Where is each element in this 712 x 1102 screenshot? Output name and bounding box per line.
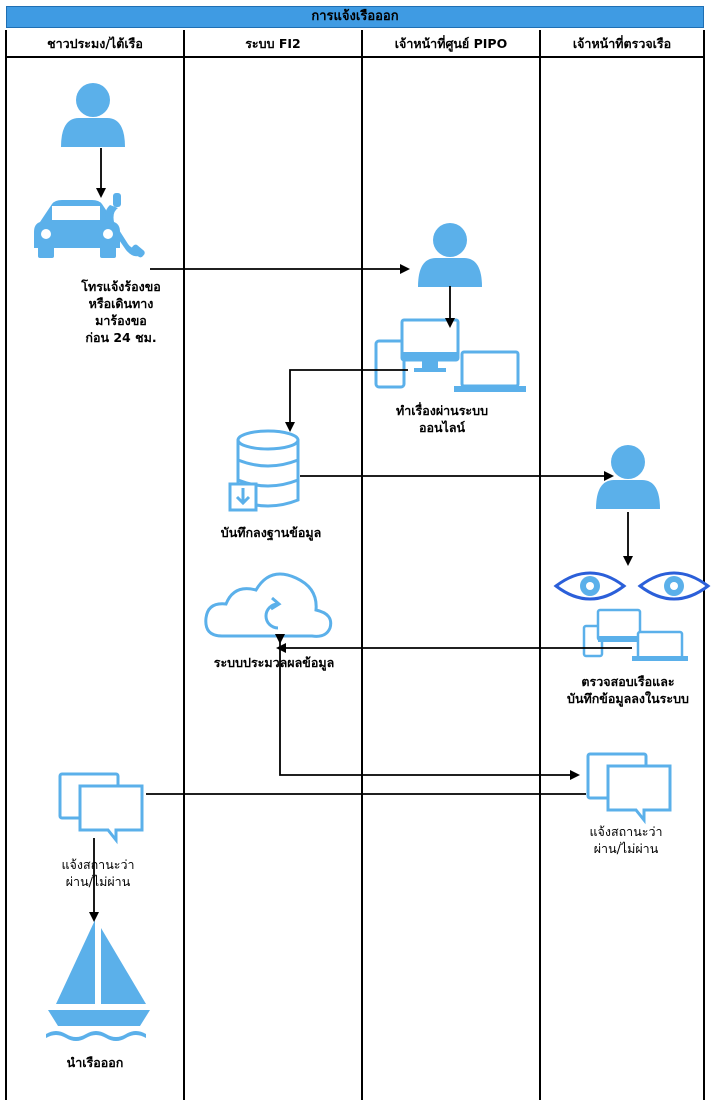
lane-header-fi2: ระบบ FI2 [184, 30, 362, 58]
inspector-person-icon [596, 445, 660, 509]
lane-header-inspector: เจ้าหน้าที่ตรวจเรือ [540, 30, 704, 58]
label-notify-officer-line1: แจ้งสถานะว่า [589, 824, 663, 839]
lane-header-pipo: เจ้าหน้าที่ศูนย์ PIPO [362, 30, 540, 58]
inspector-devices-icon [582, 608, 688, 661]
cloud-icon [204, 572, 333, 638]
label-notify-status-officer: แจ้งสถานะว่า ผ่าน/ไม่ผ่าน [566, 823, 686, 857]
label-notify-officer-line2: ผ่าน/ไม่ผ่าน [593, 841, 659, 856]
inspector-chat-icon [586, 752, 672, 822]
label-call-request-line2: หรือเดินทาง [88, 296, 154, 311]
fisher-person-icon [61, 83, 125, 147]
connectors [89, 148, 633, 922]
label-inspect-record-line2: บันทึกข้อมูลลงในระบบ [567, 691, 689, 706]
label-inspect-record-line1: ตรวจสอบเรือและ [581, 674, 675, 689]
devices-icon [374, 318, 526, 392]
label-call-request-line3: มาร้องขอ [95, 313, 147, 328]
arrow-bidir-cloud-chat [275, 634, 580, 780]
label-call-request: โทรแจ้งร้องขอ หรือเดินทาง มาร้องขอ ก่อน … [56, 278, 186, 346]
label-save-database: บันทึกลงฐานข้อมูล [220, 525, 322, 540]
label-call-request-line1: โทรแจ้งร้องขอ [81, 279, 161, 294]
diagram-title: การแจ้งเรือออก [6, 6, 704, 28]
label-process-data: ระบบประมวลผลข้อมูล [213, 655, 335, 670]
label-inspect-record: ตรวจสอบเรือและ บันทึกข้อมูลลงในระบบ [550, 673, 706, 707]
label-call-request-line4: ก่อน 24 ชม. [85, 330, 157, 345]
lane-header-fisher: ชาวประมง/ไต้เรือ [6, 30, 184, 58]
label-notify-fisher-line1: แจ้งสถานะว่า [61, 857, 135, 872]
sailboat-icon [46, 920, 150, 1041]
label-online-process-line2: ออนไลน์ [418, 420, 466, 435]
fisher-chat-icon [58, 772, 144, 842]
label-depart: นำเรือออก [66, 1055, 124, 1070]
label-online-process-line1: ทำเรื่องผ่านระบบ [395, 403, 489, 418]
pipo-officer-person-icon [418, 223, 482, 287]
car-phone-icon [34, 193, 145, 258]
database-icon [228, 429, 300, 512]
eyes-icon [553, 571, 711, 601]
label-online-process: ทำเรื่องผ่านระบบ ออนไลน์ [372, 402, 512, 436]
label-notify-status-fisher: แจ้งสถานะว่า ผ่าน/ไม่ผ่าน [38, 856, 158, 890]
arrow-devices-to-database [285, 369, 408, 432]
label-notify-fisher-line2: ผ่าน/ไม่ผ่าน [65, 874, 131, 889]
